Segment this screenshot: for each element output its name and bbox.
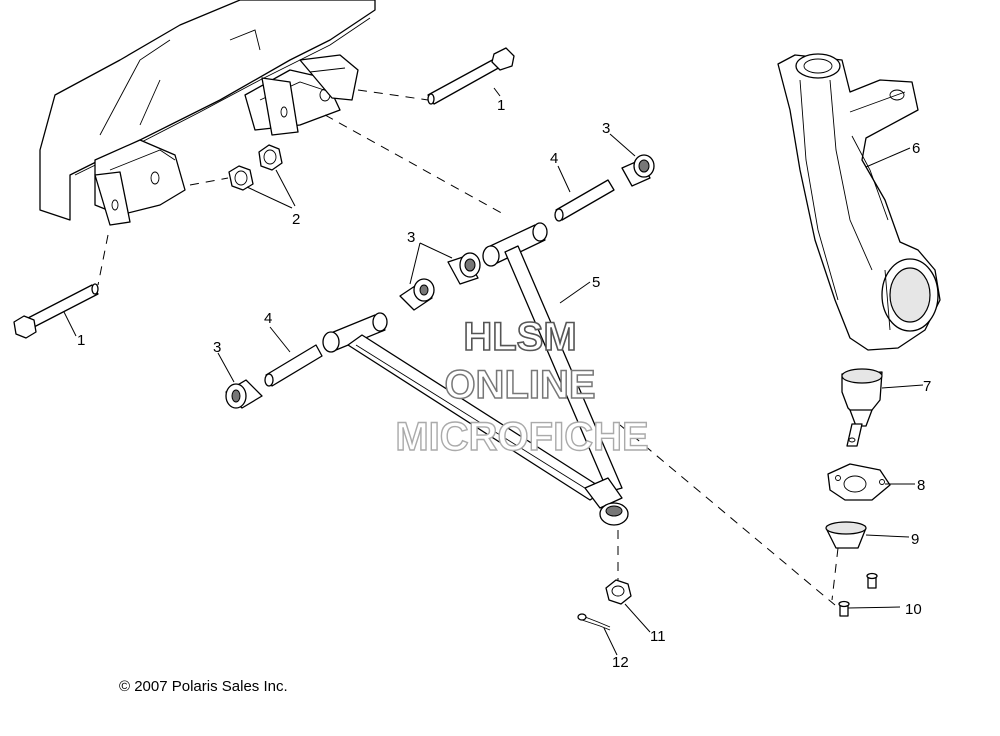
callout-7: 7 xyxy=(923,378,931,395)
screws xyxy=(838,572,878,617)
sleeve-right xyxy=(554,179,615,222)
leader-lines xyxy=(63,87,924,656)
watermark-line-2: ONLINE xyxy=(444,363,595,407)
callout-11: 11 xyxy=(650,628,666,645)
callout-9: 9 xyxy=(911,531,919,548)
a-arm xyxy=(322,222,629,526)
retainer-plate xyxy=(827,463,891,501)
callout-4-right: 4 xyxy=(550,150,558,167)
dust-cap xyxy=(825,521,867,549)
watermark-line-1: HLSM xyxy=(463,315,576,359)
callout-1-upper: 1 xyxy=(497,97,505,114)
bolt-lower xyxy=(13,283,99,339)
callout-3-right: 3 xyxy=(602,120,610,137)
callout-10: 10 xyxy=(905,601,922,618)
copyright-notice: © 2007 Polaris Sales Inc. xyxy=(119,678,288,695)
ball-joint xyxy=(841,368,883,447)
bolt-upper xyxy=(427,47,515,105)
frame-section xyxy=(39,0,376,226)
bushing-mid-b xyxy=(399,278,435,311)
bushing-right xyxy=(621,154,655,187)
callout-8: 8 xyxy=(917,477,925,494)
callout-6: 6 xyxy=(912,140,920,157)
nuts xyxy=(228,144,283,191)
callout-3-mid: 3 xyxy=(407,229,415,246)
cotter-pin xyxy=(577,613,611,631)
callout-12: 12 xyxy=(612,654,629,671)
steering-knuckle xyxy=(777,53,941,351)
callout-5: 5 xyxy=(592,274,600,291)
callout-1-lower: 1 xyxy=(77,332,85,349)
callout-4-left: 4 xyxy=(264,310,272,327)
callout-2: 2 xyxy=(292,211,300,228)
assembly-lines xyxy=(97,89,839,606)
bushing-left xyxy=(225,379,263,409)
sleeve-left xyxy=(264,344,323,387)
watermark-line-3: MICROFICHE xyxy=(395,415,648,459)
watermark: HLSM ONLINE MICROFICHE xyxy=(395,314,650,460)
callout-labels: 1 1 2 3 3 3 4 4 5 6 7 8 9 10 11 12 xyxy=(77,97,931,671)
castle-nut xyxy=(605,579,632,605)
callout-3-left: 3 xyxy=(213,339,221,356)
bushing-mid-a xyxy=(447,252,481,285)
